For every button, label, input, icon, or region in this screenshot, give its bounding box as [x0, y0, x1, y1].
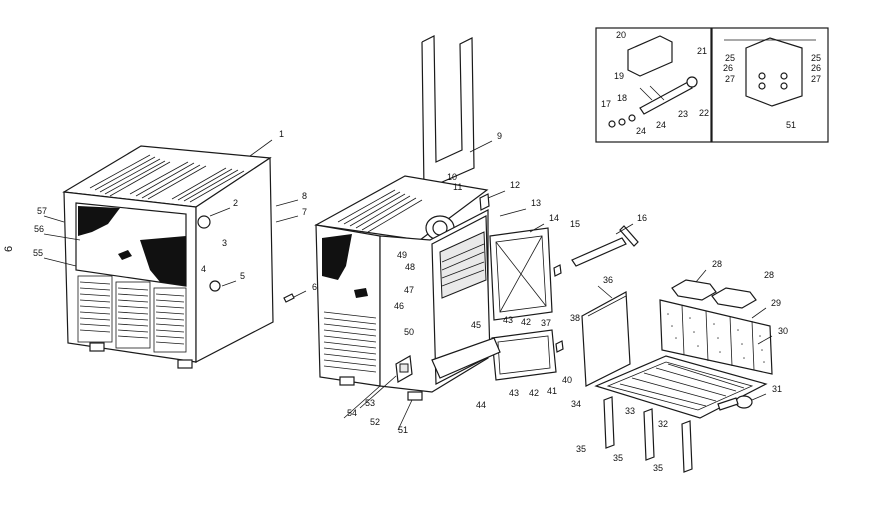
callout-c26a: 26 [723, 63, 733, 73]
callout-c31: 31 [772, 384, 782, 394]
callout-c32: 32 [658, 419, 668, 429]
callout-c19: 19 [614, 71, 624, 81]
callout-c6a: 6 [312, 282, 317, 292]
callout-c27a: 27 [725, 74, 735, 84]
callout-c7: 7 [302, 207, 307, 217]
callout-c48: 48 [405, 262, 415, 272]
callout-c20: 20 [616, 30, 626, 40]
callout-c42a: 42 [521, 317, 531, 327]
callout-c42b: 42 [529, 388, 539, 398]
inset-flue-damper [595, 27, 712, 143]
callout-c1: 1 [279, 129, 284, 139]
callout-c11: 11 [453, 182, 462, 192]
callout-c35c: 35 [653, 463, 663, 473]
callout-c29: 29 [771, 298, 781, 308]
callout-c56: 56 [34, 224, 44, 234]
callout-c57: 57 [37, 206, 47, 216]
callout-c27b: 27 [811, 74, 821, 84]
callout-c15: 15 [570, 219, 580, 229]
callout-c14: 14 [549, 213, 559, 223]
callout-c40: 40 [562, 375, 572, 385]
callout-c17: 17 [601, 99, 611, 109]
callout-c34: 34 [571, 399, 581, 409]
callout-c30: 30 [778, 326, 788, 336]
callout-c9: 9 [497, 131, 502, 141]
callout-c22: 22 [699, 108, 709, 118]
callout-c24b: 24 [636, 126, 646, 136]
callout-c47: 47 [404, 285, 414, 295]
callout-c16: 16 [637, 213, 647, 223]
callout-c26b: 26 [811, 63, 821, 73]
callout-c25a: 25 [725, 53, 735, 63]
callout-c35b: 35 [613, 453, 623, 463]
callout-c5: 5 [240, 271, 245, 281]
callout-c4: 4 [201, 264, 206, 274]
callout-c8: 8 [302, 191, 307, 201]
callout-c50: 50 [404, 327, 414, 337]
callout-c33: 33 [625, 406, 635, 416]
leader-lines [43, 139, 773, 431]
heater-body-exploded [314, 35, 639, 401]
side-label: 6 [3, 246, 15, 252]
callout-c43a: 43 [503, 315, 513, 325]
firebox-components [581, 279, 773, 473]
callout-c52: 52 [370, 417, 380, 427]
callout-c55: 55 [33, 248, 43, 258]
callout-c3: 3 [222, 238, 227, 248]
callout-c54: 54 [347, 408, 357, 418]
callout-c38: 38 [570, 313, 580, 323]
callout-c10: 10 [447, 172, 457, 182]
callout-c43b: 43 [509, 388, 519, 398]
callout-c37: 37 [541, 318, 551, 328]
callout-c53: 53 [365, 398, 375, 408]
callout-c51a: 51 [786, 120, 796, 130]
callout-c25b: 25 [811, 53, 821, 63]
callout-c13: 13 [531, 198, 541, 208]
callout-c45: 45 [471, 320, 481, 330]
callout-c18: 18 [617, 93, 627, 103]
callout-c41: 41 [547, 386, 557, 396]
callout-c28a: 28 [712, 259, 722, 269]
callout-c44: 44 [476, 400, 486, 410]
callout-c49: 49 [397, 250, 407, 260]
callout-c51b: 51 [398, 425, 408, 435]
callout-c46: 46 [394, 301, 404, 311]
callout-c28b: 28 [764, 270, 774, 280]
callout-c21: 21 [697, 46, 707, 56]
callout-c36: 36 [603, 275, 613, 285]
callout-c24a: 24 [656, 120, 666, 130]
callout-c35a: 35 [576, 444, 586, 454]
heater-cabinet-assembled [62, 145, 295, 369]
callout-c23: 23 [678, 109, 688, 119]
inset-leg-mount [711, 27, 829, 143]
callout-c12: 12 [510, 180, 520, 190]
callout-c2: 2 [233, 198, 238, 208]
